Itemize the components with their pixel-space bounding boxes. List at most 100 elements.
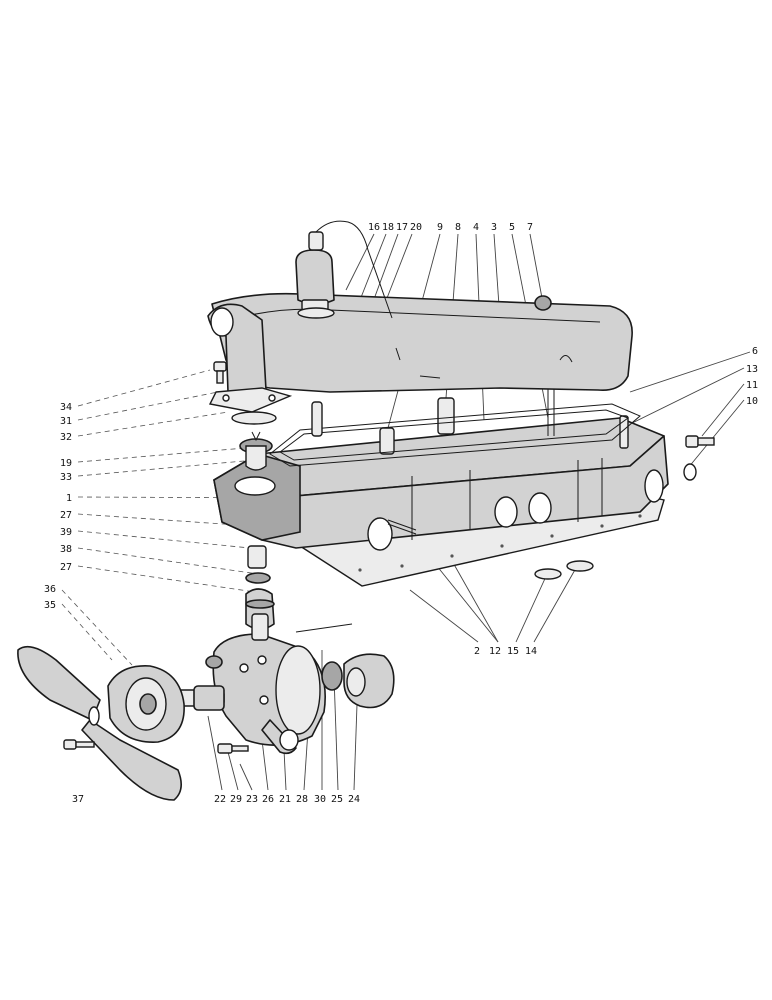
leader-6 — [629, 351, 751, 393]
callout-34: 34 — [60, 402, 72, 413]
leader-26 — [261, 739, 269, 791]
bolt-23 — [217, 743, 249, 754]
callout-35: 35 — [44, 600, 56, 611]
leader-35 — [61, 603, 113, 661]
outlet-flange — [208, 387, 293, 413]
fan-blade-bottom — [81, 719, 182, 801]
callout-2: 2 — [474, 646, 480, 657]
fan-bolt — [63, 739, 95, 750]
callout-27: 27 — [60, 510, 72, 521]
leader-36 — [61, 589, 133, 666]
outlet-gasket — [231, 411, 277, 425]
cover-bolt — [311, 401, 323, 437]
callout-14: 14 — [525, 646, 537, 657]
rocker-cover — [211, 292, 633, 393]
callout-38: 38 — [60, 544, 72, 555]
leader-27b — [77, 565, 256, 593]
callout-17: 17 — [396, 222, 408, 233]
callout-1: 1 — [66, 493, 72, 504]
stud-13 — [619, 415, 629, 449]
callout-5: 5 — [509, 222, 515, 233]
leader-38 — [77, 547, 259, 575]
leader-21 — [283, 749, 287, 791]
leader-13 — [625, 367, 745, 427]
callout-labels-bottom-right: 2 12 15 14 — [474, 646, 537, 657]
pump-spindle — [173, 685, 225, 711]
callout-16: 16 — [368, 222, 380, 233]
callout-37: 37 — [72, 794, 84, 805]
callout-7: 7 — [527, 222, 533, 233]
rocker-cover-gasket — [269, 403, 641, 467]
leader-1 — [77, 496, 301, 499]
washer-10 — [683, 463, 697, 481]
callout-13: 13 — [746, 364, 758, 375]
callout-18: 18 — [382, 222, 394, 233]
callout-33: 33 — [60, 472, 72, 483]
core-plug-15 — [534, 568, 562, 580]
callout-22: 22 — [214, 794, 226, 805]
port-2 — [494, 496, 518, 528]
callout-29: 29 — [230, 794, 242, 805]
leader-34 — [77, 369, 211, 407]
stud-8 — [437, 397, 455, 435]
callout-32: 32 — [60, 432, 72, 443]
leader-7 — [529, 233, 543, 299]
callout-20: 20 — [410, 222, 422, 233]
temperature-sender — [295, 220, 393, 319]
callout-19: 19 — [60, 458, 72, 469]
callout-labels-right: 6 13 11 10 — [746, 346, 758, 407]
callout-21: 21 — [279, 794, 291, 805]
callout-26: 26 — [262, 794, 274, 805]
port-1 — [367, 517, 393, 551]
stud-9 — [379, 427, 395, 455]
callout-6: 6 — [752, 346, 758, 357]
leader-16 — [345, 233, 375, 291]
fan-and-pulley — [17, 645, 185, 801]
leader-33 — [77, 459, 256, 477]
leader-29 — [227, 751, 239, 791]
callout-28: 28 — [296, 794, 308, 805]
callout-11: 11 — [746, 380, 758, 391]
callout-15: 15 — [507, 646, 519, 657]
callout-30: 30 — [314, 794, 326, 805]
thermostat — [239, 431, 273, 471]
callout-10: 10 — [746, 396, 758, 407]
callout-3: 3 — [491, 222, 497, 233]
pump-impeller-parts — [321, 653, 395, 709]
callout-12: 12 — [489, 646, 501, 657]
leader-32 — [77, 411, 229, 437]
water-outlet-elbow — [207, 303, 293, 413]
callout-36: 36 — [44, 584, 56, 595]
leader-19 — [77, 447, 246, 463]
plug-bolt-11 — [685, 435, 715, 448]
leader-15 — [515, 571, 549, 643]
callout-labels-bottom-left: 22 29 23 26 21 28 30 25 24 37 — [72, 794, 360, 805]
leader-22 — [207, 715, 223, 791]
callout-4: 4 — [473, 222, 479, 233]
callout-labels-top: 16 18 17 20 9 8 4 3 5 7 — [368, 222, 533, 233]
leader-2 — [409, 589, 479, 643]
callout-31: 31 — [60, 416, 72, 427]
leader-25 — [333, 675, 339, 791]
leader-11 — [701, 383, 745, 437]
port-4 — [644, 469, 664, 503]
pump-stud — [295, 623, 353, 633]
leader-10 — [687, 399, 745, 469]
fan-blade-top — [17, 645, 101, 721]
leader-39 — [77, 530, 251, 549]
callout-23: 23 — [246, 794, 258, 805]
callout-8: 8 — [455, 222, 461, 233]
callout-labels-left: 34 31 32 19 33 1 27 39 38 27 36 35 — [44, 402, 72, 611]
port-3 — [528, 492, 552, 524]
leader-18 — [359, 233, 387, 301]
callout-27-second: 27 — [60, 562, 72, 573]
callout-25: 25 — [331, 794, 343, 805]
callout-39: 39 — [60, 527, 72, 538]
oil-filler-cap — [534, 295, 552, 311]
water-pump — [205, 613, 326, 755]
bolt-34 — [213, 361, 227, 384]
callout-24: 24 — [348, 794, 360, 805]
leader-31 — [77, 391, 219, 421]
